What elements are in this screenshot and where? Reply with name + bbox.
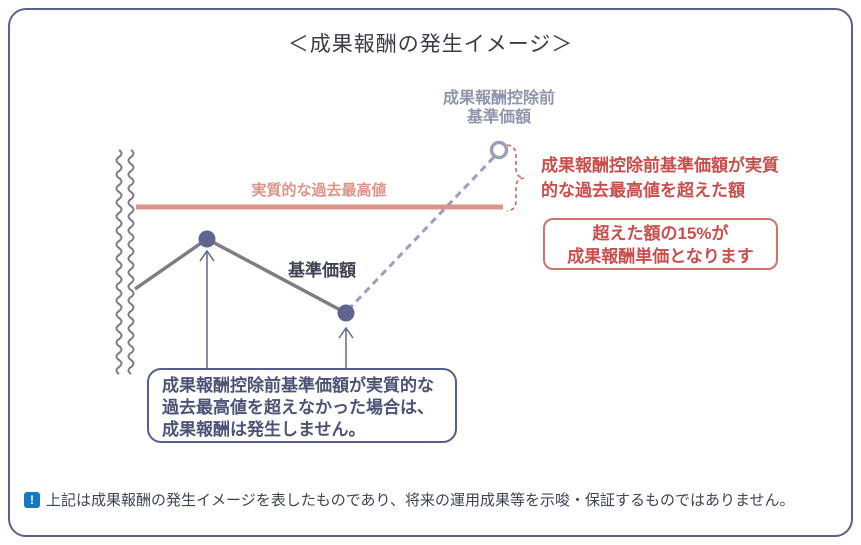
axis-squiggle-left bbox=[115, 149, 123, 375]
footnote: ! 上記は成果報酬の発生イメージを表したものであり、将来の運用成果等を示唆・保証… bbox=[24, 491, 847, 510]
pre-fee-nav-label-line1: 成果報酬控除前 bbox=[442, 90, 555, 107]
nav-label: 基準価額 bbox=[288, 261, 356, 280]
fee-rate-box-line2: 成果報酬単価となります bbox=[567, 247, 754, 266]
exclamation-icon: ! bbox=[24, 492, 40, 508]
pre-fee-nav-label-line2: 基準価額 bbox=[466, 109, 531, 126]
no-fee-note-line1: 成果報酬控除前基準価額が実質的な bbox=[162, 376, 434, 395]
no-fee-note-line3: 成果報酬は発生しません。 bbox=[162, 420, 366, 439]
excess-amount-note-line1: 成果報酬控除前基準価額が実質 bbox=[541, 156, 779, 175]
peak-point bbox=[198, 230, 216, 248]
no-fee-note-line2: 過去最高値を超えなかった場合は、 bbox=[162, 398, 434, 417]
no-fee-note-box: 成果報酬控除前基準価額が実質的な 過去最高値を超えなかった場合は、 成果報酬は発… bbox=[147, 368, 457, 443]
axis-squiggle-right bbox=[127, 149, 135, 375]
pre-fee-nav-label: 成果報酬控除前 基準価額 bbox=[399, 89, 599, 127]
trough-point bbox=[337, 304, 355, 322]
past-high-label: 実質的な過去最高値 bbox=[251, 182, 387, 199]
excess-amount-note-line2: 的な過去最高値を超えた額 bbox=[541, 181, 745, 200]
excess-brace bbox=[506, 144, 525, 212]
fee-rate-box-line1: 超えた額の15%が bbox=[592, 224, 729, 243]
figure-title: ＜成果報酬の発生イメージ＞ bbox=[287, 33, 574, 56]
footnote-text: 上記は成果報酬の発生イメージを表したものであり、将来の運用成果等を示唆・保証する… bbox=[46, 492, 795, 509]
fee-rate-box: 超えた額の15%が 成果報酬単価となります bbox=[543, 218, 778, 270]
arrow-to-trough bbox=[338, 326, 354, 368]
pre-fee-nav-point bbox=[489, 140, 509, 160]
figure-frame bbox=[8, 8, 853, 537]
arrow-to-peak bbox=[199, 249, 215, 368]
excess-amount-note: 成果報酬控除前基準価額が実質 的な過去最高値を超えた額 bbox=[541, 153, 841, 203]
